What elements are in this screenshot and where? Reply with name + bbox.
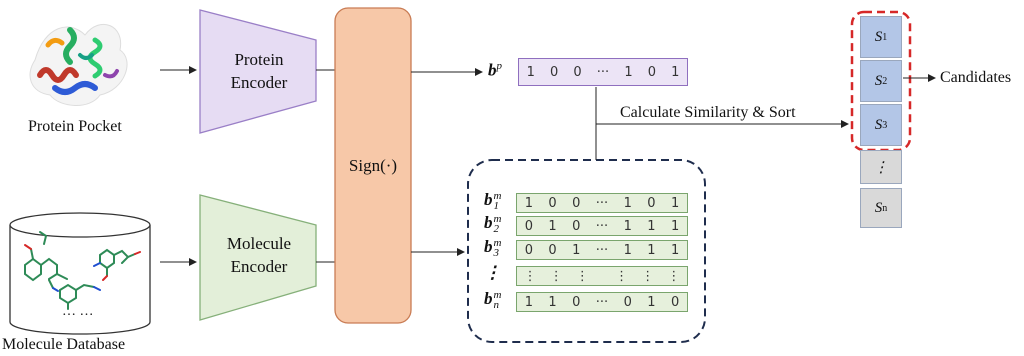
molecule-vector-bit: 1 — [572, 242, 581, 258]
molecule-vector-bit: 1 — [647, 218, 656, 234]
molecule-vector-bit: 1 — [524, 195, 533, 211]
molecule-database-cylinder — [9, 212, 151, 335]
molecule-vector-bit: ··· — [595, 242, 609, 258]
molecule-vector-bit: ⋮ — [549, 268, 563, 284]
molecule-vector-bit: 0 — [572, 294, 581, 310]
molecule-vector-label: ⋮ — [484, 263, 501, 282]
candidates-label: Candidates — [940, 69, 1012, 86]
molecule-vector-bit: 1 — [670, 242, 680, 258]
protein-vector-label: bp — [488, 60, 502, 80]
molecule-database-caption: Molecule Database — [2, 336, 126, 353]
molecule-vector-bit: 0 — [623, 294, 632, 310]
protein-structure-image — [29, 23, 128, 106]
molecule-vector-bit: 1 — [670, 218, 680, 234]
molecule-vector-bit: 0 — [670, 294, 680, 310]
molecule-vector-bit: 0 — [524, 218, 533, 234]
molecule-vector-bit: ··· — [595, 294, 609, 310]
molecule-vector-bit: 1 — [647, 294, 656, 310]
molecule-structures-image — [24, 231, 141, 310]
molecule-vector-bit: ⋮ — [575, 268, 589, 284]
candidate-item: ⋮ — [860, 150, 902, 184]
molecule-encoder-block — [199, 194, 317, 321]
protein-encoder-block — [199, 9, 317, 134]
molecule-vector-bit: 1 — [647, 242, 656, 258]
database-ellipsis: … … — [62, 304, 94, 319]
molecule-vector-bit: 0 — [647, 195, 656, 211]
molecule-vector-bit: 1 — [670, 195, 680, 211]
molecule-vector-bit: ⋮ — [667, 268, 681, 284]
protein-vector-bit: 0 — [573, 64, 582, 80]
similarity-sort-label: Calculate Similarity & Sort — [620, 104, 796, 121]
protein-pocket-caption: Protein Pocket — [28, 118, 122, 135]
protein-vector-bit: ··· — [596, 64, 610, 80]
molecule-vector-bit: 0 — [572, 195, 581, 211]
molecule-vector-bit: ··· — [595, 195, 609, 211]
sign-function-block — [334, 7, 412, 324]
molecule-vector-bit: 0 — [524, 242, 533, 258]
molecule-vector-bit: 0 — [572, 218, 581, 234]
molecule-vector-bit: ⋮ — [615, 268, 629, 284]
molecule-vector-bit: 0 — [548, 242, 557, 258]
molecule-vector-bit: ··· — [595, 218, 609, 234]
molecule-vector-bit: 1 — [623, 242, 632, 258]
protein-vector-bit: 0 — [647, 64, 656, 80]
molecule-vector-bit: 1 — [623, 218, 632, 234]
molecule-vector-bit: ⋮ — [523, 268, 537, 284]
protein-vector-bit: 1 — [526, 64, 535, 80]
protein-vector-bit: 1 — [671, 64, 680, 80]
protein-vector-bit: 1 — [624, 64, 633, 80]
molecule-vectors-group — [467, 159, 706, 343]
sign-function-label: Sign(·) — [348, 156, 398, 175]
molecule-vector-bit: ⋮ — [641, 268, 655, 284]
molecule-vector-bit: 1 — [524, 294, 533, 310]
molecule-vector-bit: 0 — [548, 195, 557, 211]
protein-vector-bit: 0 — [549, 64, 559, 80]
molecule-vector-bit: 1 — [548, 294, 557, 310]
molecule-binary-vector: ⋮ ⋮ ⋮ ⋮ ⋮ ⋮ — [516, 266, 688, 286]
molecule-vector-bit: 1 — [548, 218, 557, 234]
molecule-vector-bit: 1 — [623, 195, 632, 211]
